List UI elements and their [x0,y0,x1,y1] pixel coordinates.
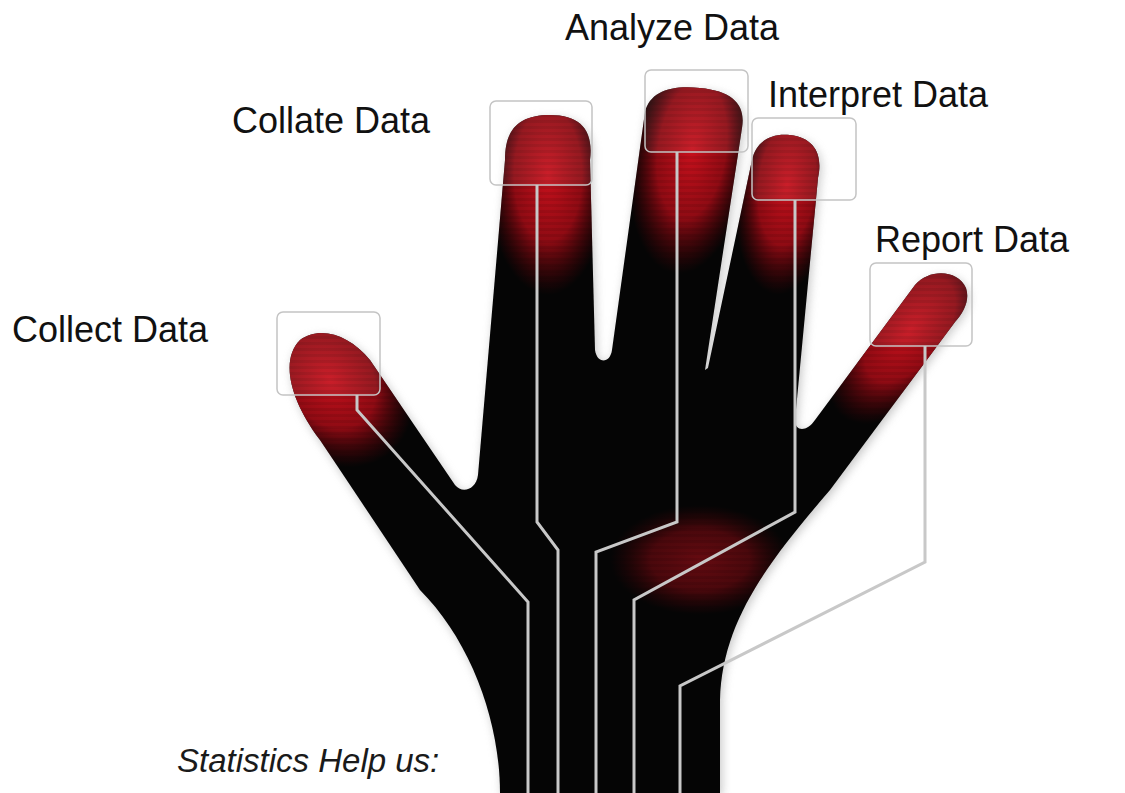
step-label: Collate Data [232,101,430,141]
intro-label: Statistics Help us: [177,743,439,779]
step-label: Interpret Data [768,75,988,115]
step-label: Collect Data [12,310,208,350]
step-label: Analyze Data [565,8,779,48]
step-label: Report Data [875,220,1069,260]
